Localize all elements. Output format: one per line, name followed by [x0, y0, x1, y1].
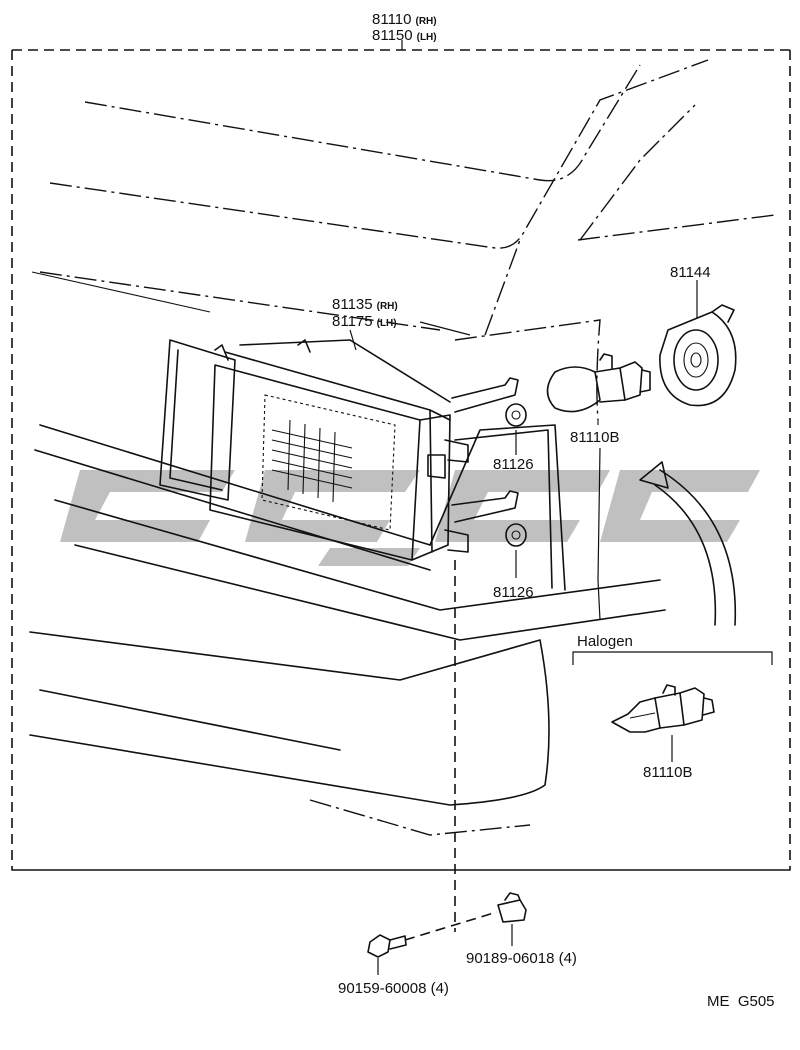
watermark: [60, 470, 760, 566]
label-grommet-lower: 81126: [493, 584, 534, 601]
clip-nut: [497, 892, 527, 946]
vehicle-body-outline: [39, 59, 776, 421]
label-grommet-upper: 81126: [493, 456, 534, 473]
label-halogen: Halogen: [577, 633, 633, 650]
assembly-boundary: [11, 40, 791, 871]
grommet-lower: [505, 523, 527, 578]
label-screw: 90159-60008 (4): [338, 980, 449, 997]
reflector-grid: [271, 419, 353, 503]
headlamp-unit: [159, 339, 519, 561]
label-diagram-code: ME G505: [707, 993, 775, 1010]
replace-arrow: [639, 461, 737, 626]
label-assembly: 81110(RH) 81150(LH): [372, 11, 437, 44]
label-bulb-main: 81110B: [570, 429, 620, 446]
label-unit: 81135(RH) 81175(LH): [332, 296, 471, 351]
screw: [367, 934, 407, 975]
label-socket-cover: 81144: [670, 264, 711, 281]
label-bulb-halogen: 81110B: [643, 764, 693, 781]
socket-cover: [659, 280, 737, 407]
svg-text:81135(RH): 81135(RH): [332, 296, 398, 313]
grommet-upper: [505, 403, 527, 455]
label-nut: 90189-06018 (4): [466, 950, 577, 967]
fastener-leader: [404, 560, 498, 941]
svg-text:81150(LH): 81150(LH): [372, 27, 437, 44]
bumper: [29, 271, 666, 836]
svg-text:81110(RH): 81110(RH): [372, 11, 437, 28]
bulb-main: [546, 353, 651, 621]
bulb-halogen: [611, 684, 715, 762]
svg-text:81175(LH): 81175(LH): [332, 313, 397, 330]
halogen-box: [572, 651, 773, 665]
